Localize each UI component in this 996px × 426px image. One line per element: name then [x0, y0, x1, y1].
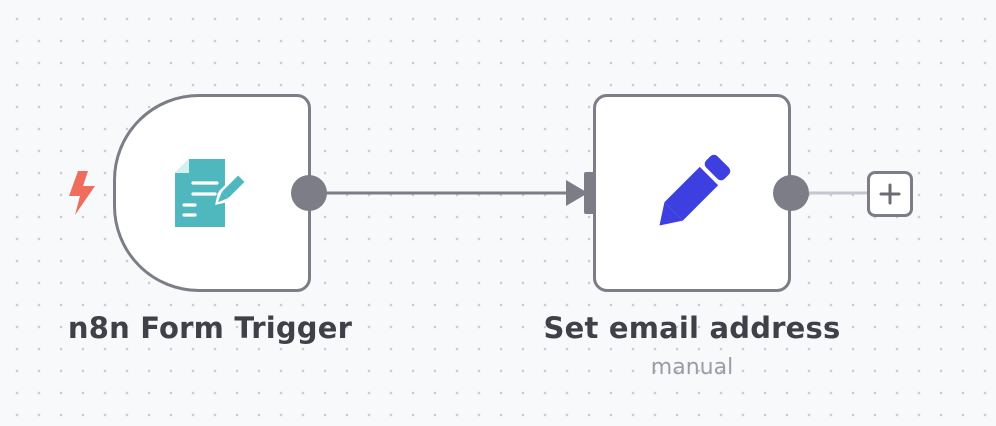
output-handle-form-trigger[interactable] — [291, 175, 327, 211]
pencil-icon — [659, 154, 731, 226]
node-set-email-address[interactable] — [593, 94, 791, 292]
lightning-bolt-icon — [69, 171, 95, 215]
add-node-button[interactable] — [867, 171, 913, 217]
plus-icon — [879, 183, 901, 205]
output-handle-set-email[interactable] — [773, 175, 809, 211]
node-label-form-trigger: n8n Form Trigger — [67, 311, 353, 345]
node-subtitle-set-email: manual — [650, 355, 734, 380]
node-label-set-email: Set email address — [543, 311, 841, 345]
node-n8n-form-trigger[interactable] — [113, 94, 311, 292]
connection-arrowhead — [566, 180, 588, 206]
trigger-indicator — [66, 170, 98, 216]
form-document-pencil-icon — [175, 159, 251, 227]
